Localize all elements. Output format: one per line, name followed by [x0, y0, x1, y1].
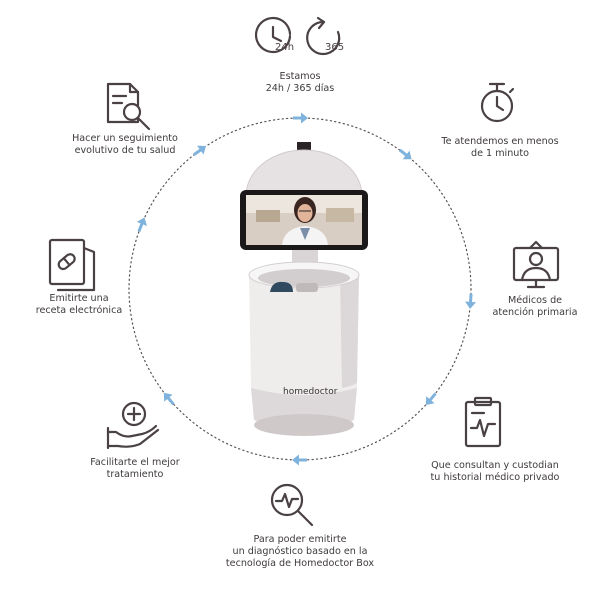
- stopwatch-icon: [480, 82, 515, 123]
- device-brand-label: homedoctor: [283, 387, 338, 397]
- days-badge: 365: [325, 42, 344, 53]
- doctor-monitor-icon: [512, 240, 560, 289]
- prescription-icon: [48, 238, 96, 292]
- cycle-arrow: [398, 148, 412, 160]
- cycle-arrow: [293, 112, 308, 124]
- cycle-arrow: [425, 392, 437, 406]
- cycle-arrow: [192, 145, 206, 157]
- medical-clipboard-icon: [464, 396, 502, 448]
- clock-24h-365-icon: [255, 16, 341, 55]
- health-report-icon: [106, 82, 151, 131]
- care-hand-icon: [106, 401, 160, 450]
- cycle-arrows: [136, 112, 477, 466]
- hours-badge: 24h: [275, 42, 294, 53]
- cycle-arrow: [136, 217, 147, 232]
- doctor-on-screen: [282, 197, 328, 245]
- cycle-arrow: [465, 293, 477, 309]
- cycle-arrow: [292, 454, 307, 466]
- diagnosis-magnifier-icon: [270, 483, 314, 527]
- cycle-arrow: [163, 392, 175, 406]
- homedoctor-box-device: homedoctor: [240, 142, 368, 436]
